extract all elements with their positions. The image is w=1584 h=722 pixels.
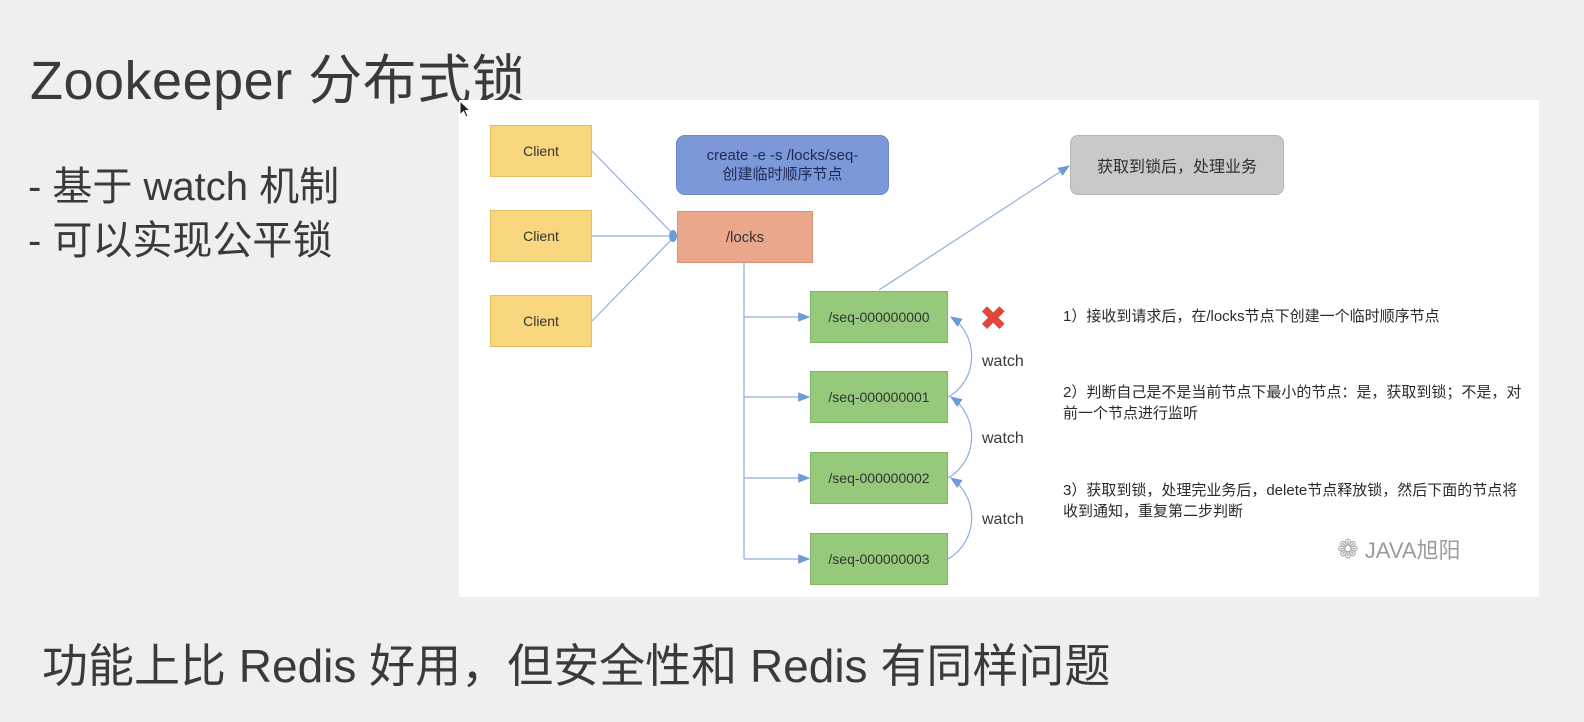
client-node-3: Client [490, 295, 592, 347]
slide-title: Zookeeper 分布式锁 [30, 51, 527, 111]
client-1-connector [591, 150, 676, 237]
bullet-list: - 基于 watch 机制 - 可以实现公平锁 [28, 160, 339, 268]
seq-node-3: /seq-000000003 [810, 533, 948, 585]
client-node-2: Client [490, 210, 592, 262]
locks-node: /locks [677, 211, 813, 263]
watermark-text: JAVA旭阳 [1364, 538, 1461, 563]
create-command-node: create -e -s /locks/seq- 创建临时顺序节点 [676, 135, 889, 195]
seq-to-result-connector [878, 165, 1071, 291]
watch-label-1: watch [982, 353, 1024, 370]
watch-curve-3 [947, 477, 973, 560]
bullet-watch: - 基于 watch 机制 [28, 165, 340, 209]
footer-text: 功能上比 Redis 好用，但安全性和 Redis 有同样问题 [42, 640, 1111, 692]
seq-node-2: /seq-000000002 [810, 452, 948, 504]
create-command-desc: 创建临时顺序节点 [722, 166, 843, 183]
watch-label-3: watch [982, 511, 1024, 528]
client-node-1: Client [490, 125, 592, 177]
note-step-1: 1）接收到请求后，在/locks节点下创建一个临时顺序节点 [1063, 308, 1440, 325]
watermark: ❁ JAVA旭阳 [1337, 533, 1461, 565]
seq-node-1: /seq-000000001 [810, 371, 948, 423]
locks-junction-dot [669, 230, 677, 242]
create-command-text: create -e -s /locks/seq- [706, 147, 859, 164]
close-icon: ✖ [979, 300, 1008, 338]
watch-label-2: watch [982, 430, 1024, 447]
diagram-panel: Client Client Client create -e -s /locks… [459, 100, 1539, 597]
result-node: 获取到锁后，处理业务 [1070, 135, 1284, 195]
client-3-connector [591, 235, 676, 322]
wechat-icon: ❁ [1337, 533, 1359, 564]
cursor-icon [459, 100, 472, 118]
seq-node-0: /seq-000000000 [810, 291, 948, 343]
bullet-fair-lock: - 可以实现公平锁 [28, 219, 333, 263]
note-step-2: 2）判断自己是不是当前节点下最小的节点：是，获取到锁；不是，对前一个节点进行监听 [1063, 384, 1522, 422]
watch-curve-1 [947, 316, 973, 398]
watch-curve-2 [947, 396, 973, 479]
connector-lines [591, 150, 1071, 564]
note-step-3: 3）获取到锁，处理完业务后，delete节点释放锁，然后下面的节点将收到通知，重… [1063, 482, 1518, 520]
